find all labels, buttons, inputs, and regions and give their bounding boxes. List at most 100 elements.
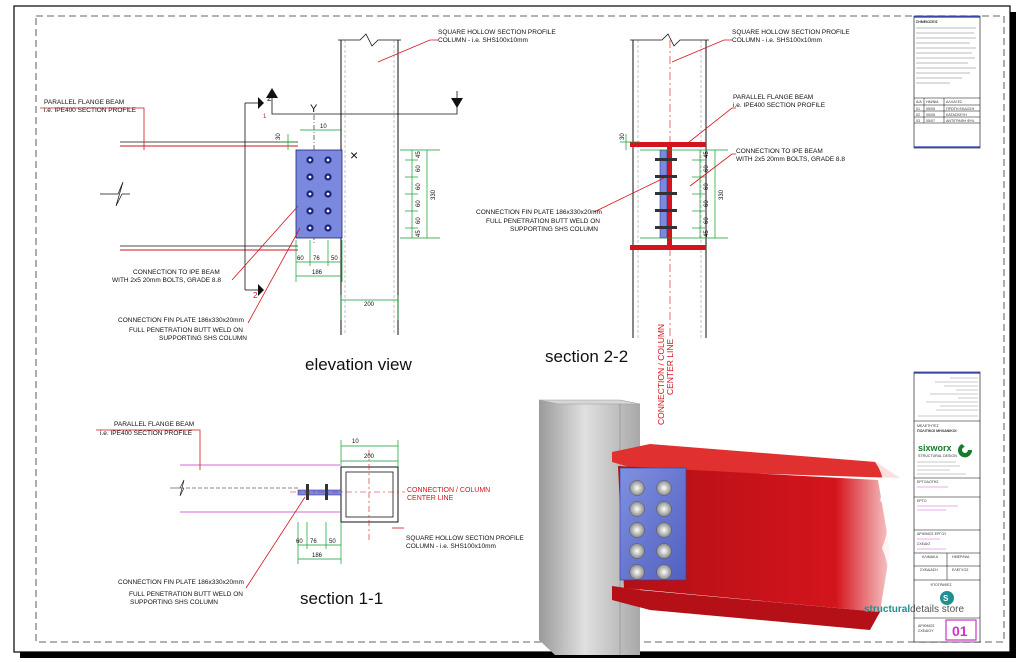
section22-bolts <box>655 158 677 229</box>
svg-text:SQUARE HOLLOW SECTION PROFILE: SQUARE HOLLOW SECTION PROFILE COLUMN - i… <box>438 29 558 44</box>
section22-dim-end-top: 45 <box>704 151 710 158</box>
section11-dim-horiz-a: 60 <box>296 539 303 545</box>
section11-fin-plate <box>297 489 342 496</box>
section11-beam-label-1: PARALLEL FLANGE BEAM <box>114 421 194 428</box>
store-logo-icon <box>940 591 954 605</box>
svg-text:CONNECTION FIN PLATE 186x330x2: CONNECTION FIN PLATE 186x330x20mm FULL P… <box>118 317 247 342</box>
revision-3-change: ΑΝΤΙΓΡΑΦΗ ΦΥΛ. <box>946 119 975 123</box>
company-contact-lines <box>917 461 966 475</box>
svg-text:2: 2 <box>253 291 258 300</box>
section22-dim-spacing-1: 60 <box>704 165 710 172</box>
elevation-bolt-grid <box>306 156 332 232</box>
label-project: ΕΡΓΟ <box>917 499 927 503</box>
svg-text:PARALLEL FLANGE BEAM i.e: PARALLEL FLANGE BEAM i.e. IPE400 SECTION… <box>44 99 137 114</box>
svg-text:PARALLEL FLANGE BEAM i.e: PARALLEL FLANGE BEAM i.e. IPE400 SECTION… <box>100 421 196 437</box>
sheet-number: 01 <box>952 623 968 639</box>
section11-dim-gap: 10 <box>352 439 359 445</box>
svg-text:S: S <box>943 594 949 603</box>
section22-dim-height: 330 <box>719 189 725 200</box>
section22-beam-label-2: i.e. IPE400 SECTION PROFILE <box>733 102 826 109</box>
section11-column-label-2: COLUMN - i.e. SHS100x10mm <box>406 543 496 550</box>
section11-centerline-label-2: CENTER LINE <box>407 495 454 502</box>
elevation-column-label-2: COLUMN - i.e. SHS100x10mm <box>438 37 528 44</box>
sheet-label-1: ΑΡΙΘΜΟΣ <box>918 624 935 628</box>
revisions-header-date: ΗΜ/ΝΙΑ <box>926 100 939 104</box>
elevation-dim-edge: 30 <box>276 133 282 140</box>
svg-text:CONNECTION TO IPE BEAM W: CONNECTION TO IPE BEAM WITH 2x5 20mm BOL… <box>736 148 845 163</box>
section11-dim-horiz-b: 76 <box>310 539 317 545</box>
section22-centerline-label-2: CENTER LINE <box>665 338 675 395</box>
notes-header: ΣΗΜΕΙΩΣΕΙΣ <box>916 20 939 24</box>
elevation-dim-height: 330 <box>431 189 437 200</box>
label-client: ΕΡΓΟΔΟΤΗΣ <box>917 480 939 484</box>
section11-beam-label-2: i.e. IPE400 SECTION PROFILE <box>100 430 193 437</box>
section22-bottom-flange <box>630 245 706 250</box>
label-date: ΗΜΕΡ/ΝΙΑ <box>952 555 970 559</box>
render-bolt-heads <box>629 480 672 580</box>
elevation-plate-label-3: SUPPORTING SHS COLUMN <box>159 335 247 342</box>
svg-text:SQUARE HOLLOW SECTION PROFILE: SQUARE HOLLOW SECTION PROFILE COLUMN - i… <box>732 29 852 44</box>
elevation-dim-end-bottom: 45 <box>416 230 422 237</box>
elevation-dim-gap: 10 <box>320 124 327 130</box>
elevation-plate-label-1: CONNECTION FIN PLATE 186x330x20mm <box>118 317 244 324</box>
section11-column-label-1: SQUARE HOLLOW SECTION PROFILE <box>406 535 524 542</box>
inner-border <box>35 15 1005 643</box>
section22-column-label-2: COLUMN - i.e. SHS100x10mm <box>732 37 822 44</box>
title-block: ΣΗΜΕΙΩΣΕΙΣ Α/Α ΗΜ/ΝΙΑ ΑΛΛΑΓΕΣ 01 05/05 Π… <box>864 15 981 643</box>
revision-3-date: 05/07 <box>926 119 935 123</box>
revision-2-date: 05/05 <box>926 113 935 117</box>
elevation-dim-spacing-4: 60 <box>416 217 422 224</box>
elevation-dim-plate-width: 186 <box>312 270 323 276</box>
section22-dim-spacing-2: 60 <box>704 183 710 190</box>
elevation-bolts-label-1: CONNECTION TO IPE BEAM <box>133 269 220 276</box>
svg-text:2: 2 <box>267 94 272 103</box>
section11-plate-label-3: SUPPORTING SHS COLUMN <box>130 599 218 606</box>
section11-dim-horiz-c: 50 <box>329 539 336 545</box>
revision-2-no: 02 <box>916 113 920 117</box>
revisions-header-no: Α/Α <box>916 100 922 104</box>
company-logo: sixworx <box>918 443 952 453</box>
svg-text:structuraldetails store: structuraldetails store <box>864 604 964 615</box>
label-scale: ΚΛΙΜΑΚΑ <box>922 555 939 559</box>
section22-title: section 2-2 <box>545 347 628 366</box>
section22-plate-label-1: CONNECTION FIN PLATE 186x330x20mm <box>476 209 602 216</box>
elevation-bolts-label-2: WITH 2x5 20mm BOLTS, GRADE 8.8 <box>112 277 221 284</box>
connection-3d-render <box>538 399 900 655</box>
revisions-header-changes: ΑΛΛΑΓΕΣ <box>946 100 963 104</box>
notes-text-lines <box>916 27 976 84</box>
elevation-dim-column-width: 200 <box>364 302 375 308</box>
elevation-dim-spacing-1: 60 <box>416 165 422 172</box>
elevation-dim-horiz-c: 50 <box>331 256 338 262</box>
company-heading: ΜΕΛΕΤΗΤΕΣ <box>917 424 940 428</box>
company-role: ΠΟΛΙΤΙΚΟΙ ΜΗΧΑΝΙΚΟΙ <box>917 429 957 433</box>
section22-beam-label-1: PARALLEL FLANGE BEAM <box>733 94 813 101</box>
elevation-dim-spacing-2: 60 <box>416 183 422 190</box>
section22-column-label-1: SQUARE HOLLOW SECTION PROFILE <box>732 29 850 36</box>
label-checking: ΕΛΕΓΧΟΣ <box>952 568 969 572</box>
section-2-2: 45 60 60 60 60 45 330 30 SQUARE HOLLOW S… <box>476 29 852 425</box>
svg-text:CONNECTION / COLUMN CENT: CONNECTION / COLUMN CENTER LINE <box>656 322 675 425</box>
elevation-axis-y: Y <box>310 103 318 115</box>
section11-centerline-label-1: CONNECTION / COLUMN <box>407 487 490 494</box>
svg-text:PARALLEL FLANGE BEAM i.e: PARALLEL FLANGE BEAM i.e. IPE400 SECTION… <box>733 94 826 109</box>
section22-dim-edge: 30 <box>620 133 626 140</box>
elevation-dim-spacing-3: 60 <box>416 200 422 207</box>
section22-web <box>667 147 672 245</box>
section22-bolts-label-1: CONNECTION TO IPE BEAM <box>736 148 823 155</box>
label-drawing: ΣΧΕΔΙΟ <box>917 542 930 546</box>
elevation-plate-label-2: FULL PENETRATION BUTT WELD ON <box>129 327 243 334</box>
revision-2-change: ΚΑΤΑΣΚΕΥΗ <box>946 113 967 117</box>
store-brand-structural: structural <box>864 604 910 615</box>
elevation-dim-horiz-a: 60 <box>297 256 304 262</box>
svg-text:SQUARE HOLLOW SECTION PROFILE: SQUARE HOLLOW SECTION PROFILE COLUMN - i… <box>406 535 526 550</box>
revision-1-change: ΠΡΩΤΗ ΕΚΔΟΣΗ <box>946 107 975 111</box>
revision-1-date: 05/05 <box>926 107 935 111</box>
section22-plate-label-3: SUPPORTING SHS COLUMN <box>510 226 598 233</box>
section22-top-flange <box>630 142 706 147</box>
store-brand-details: details store <box>910 604 964 615</box>
logo-gear-icon <box>958 444 973 458</box>
section22-centerline-label-1: CONNECTION / COLUMN <box>656 324 666 425</box>
section11-plate-label-2: FULL PENETRATION BUTT WELD ON <box>129 591 243 598</box>
section-1-1: 10 200 60 76 50 186 PARALLEL FLANGE BEAM… <box>96 421 526 608</box>
